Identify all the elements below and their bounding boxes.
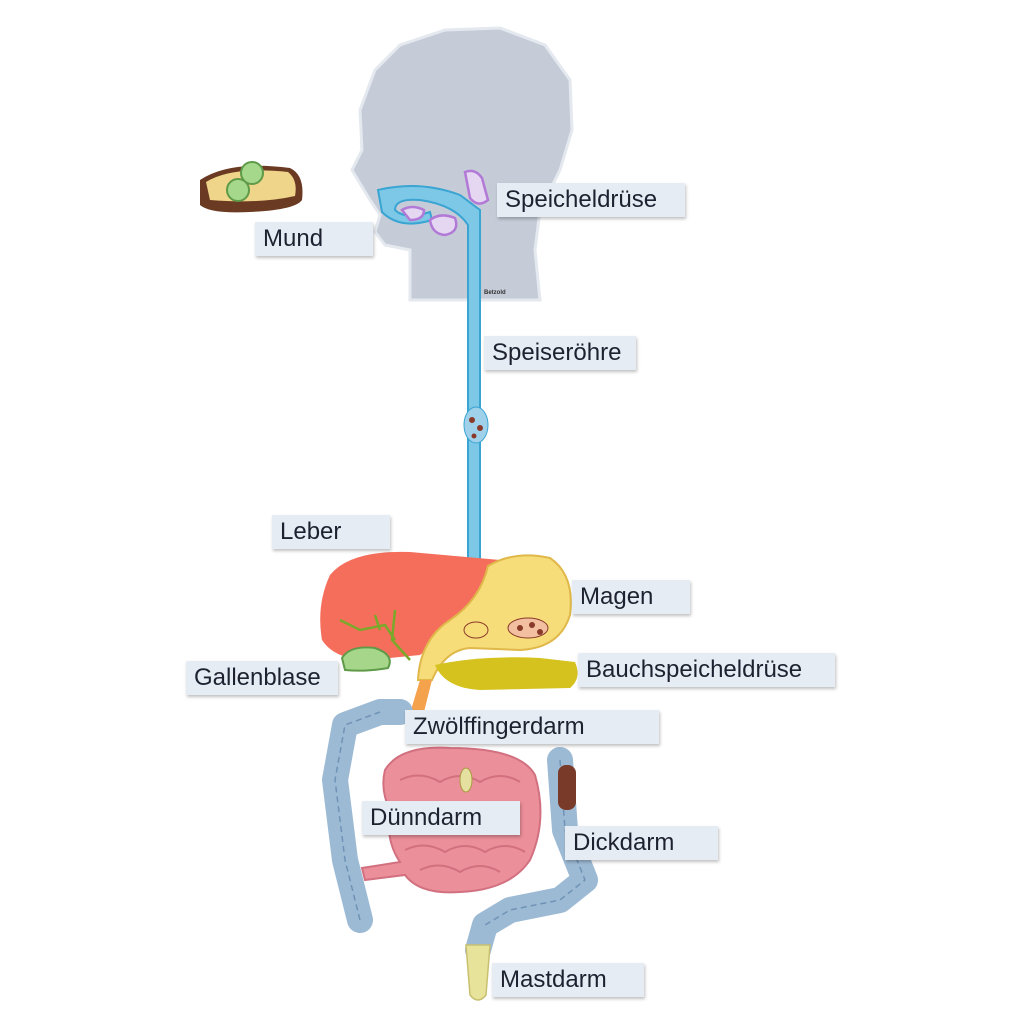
label-dickdarm: Dickdarm [565, 826, 718, 860]
label-bauchspeicheldruese: Bauchspeicheldrüse [578, 653, 835, 687]
liver [320, 551, 501, 660]
pancreas [435, 657, 578, 690]
label-gallenblase: Gallenblase [186, 661, 338, 695]
logo-betzold: Betzold [484, 290, 506, 296]
label-magen: Magen [572, 580, 690, 614]
salivary-glands [400, 169, 490, 237]
stomach-contents [463, 617, 549, 639]
rectum [465, 944, 491, 1001]
head-silhouette [350, 26, 574, 302]
stool-icon [558, 765, 576, 810]
label-mastdarm: Mastdarm [492, 963, 644, 997]
bread-icon [200, 161, 303, 213]
label-duenndarm: Dünndarm [362, 801, 520, 835]
label-speiseroehre: Speiseröhre [484, 336, 636, 370]
label-leber: Leber [272, 515, 390, 549]
bile-ducts [339, 609, 411, 661]
label-mund: Mund [255, 222, 373, 256]
food-bolus-icon [463, 406, 489, 444]
label-zwoelffingerdarm: Zwölffingerdarm [405, 710, 659, 744]
gallbladder [340, 646, 391, 672]
food-in-small-intestine [459, 767, 473, 793]
label-speicheldruese: Speicheldrüse [497, 183, 685, 217]
colon-outline [334, 711, 586, 926]
stomach [416, 554, 572, 681]
